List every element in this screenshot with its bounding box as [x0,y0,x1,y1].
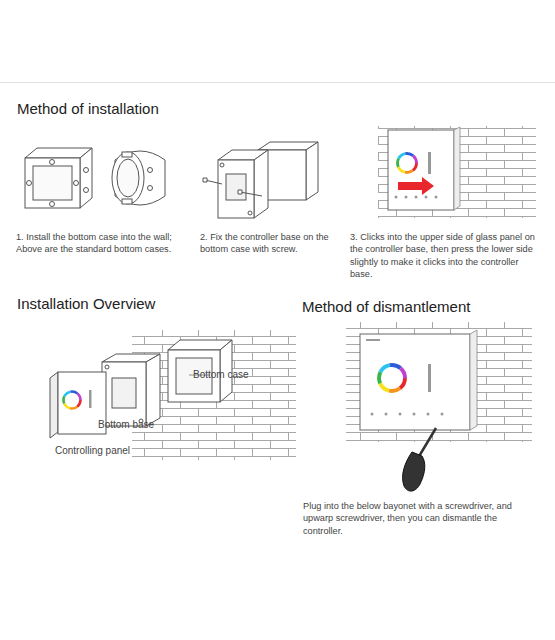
part-label: Bottom case [193,368,273,382]
controller-base-drawing [203,142,318,218]
step-note: 2. Fix the controller base on the bottom… [200,231,340,256]
note: Plug into the below bayonet with a screw… [303,500,518,537]
part-label: Bottom base [98,418,178,432]
screwdriver-symbol [403,428,436,491]
divider-line [0,82,555,83]
section-heading: Installation Overview [17,294,237,314]
step-note: 1. Install the bottom case into the wall… [16,231,194,256]
step-note: 3. Clicks into the upper side of glass p… [350,231,540,281]
bottom-case-drawing [25,148,165,208]
section-heading: Method of installation [17,99,277,119]
panel-on-wall-drawing [378,126,536,218]
dismantle-drawing [346,322,532,491]
part-label: Controlling panel [55,444,175,458]
section-heading: Method of dismantlement [302,297,542,317]
overview-drawing [50,330,296,460]
